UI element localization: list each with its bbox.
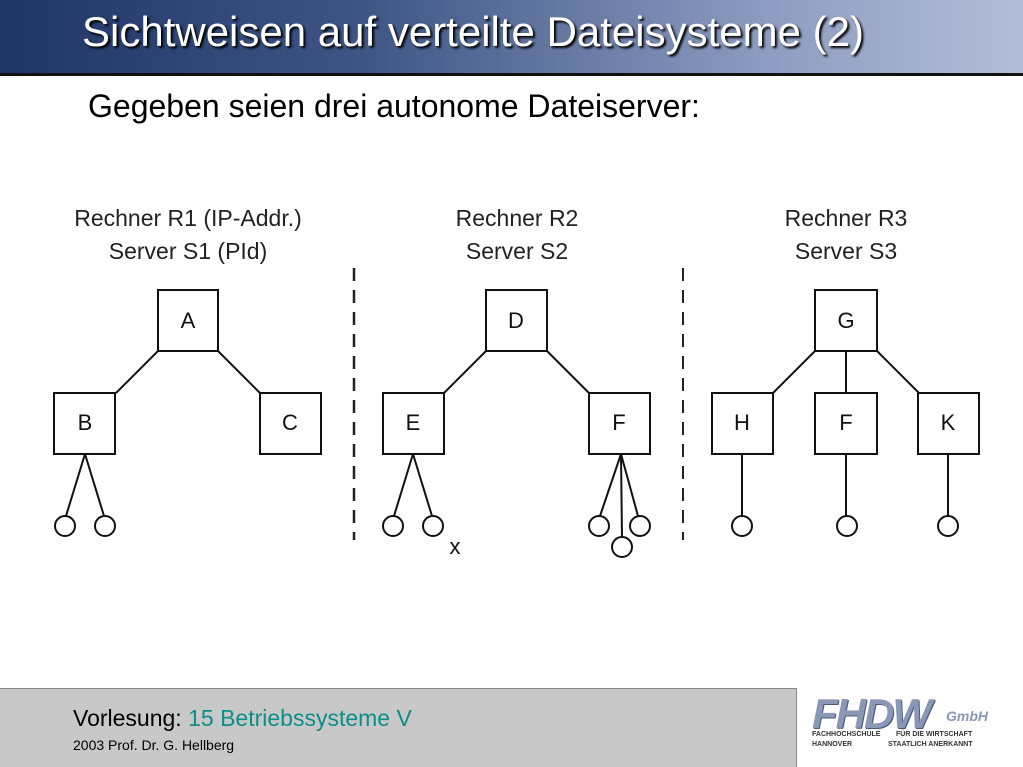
tree-edges <box>65 350 949 538</box>
leaf-h-1 <box>731 515 753 537</box>
node-g-box <box>814 289 878 352</box>
leaf-b-1 <box>54 515 76 537</box>
node-k-label: K <box>941 410 956 435</box>
machine-2-label-line1: Rechner R2 <box>456 205 579 231</box>
leaf-e-1 <box>382 515 404 537</box>
node-k-box <box>917 392 980 455</box>
node-b-box <box>53 392 116 455</box>
logo-line1-left: FACHHOCHSCHULE <box>812 731 881 738</box>
logo-line1-right: FÜR DIE WIRTSCHAFT <box>896 731 973 738</box>
leaf-f-1 <box>588 515 610 537</box>
node-f2-box <box>814 392 878 455</box>
node-e-box <box>382 392 445 455</box>
leaf-f-2 <box>611 536 633 558</box>
machine-1-label-line1: Rechner R1 (IP-Addr.) <box>74 205 302 231</box>
title-bar: Sichtweisen auf verteilte Dateisysteme (… <box>0 0 1023 76</box>
node-e-label: E <box>406 410 421 435</box>
file-server-diagram: Rechner R1 (IP-Addr.) Server S1 (PId) Re… <box>53 205 980 559</box>
node-f2-label: F <box>839 410 852 435</box>
node-d-label: D <box>508 308 524 333</box>
footer-bar: Vorlesung: 15 Betriebssysteme V 2003 Pro… <box>0 688 797 767</box>
machine-3-label-line1: Rechner R3 <box>785 205 908 231</box>
leaf-k-1 <box>937 515 959 537</box>
logo-wordmark: FHDW <box>812 690 932 737</box>
node-h-label: H <box>734 410 750 435</box>
node-c-label: C <box>282 410 298 435</box>
footer-author: 2003 Prof. Dr. G. Hellberg <box>73 737 235 753</box>
footer-course-name: 15 Betriebssysteme V <box>188 705 412 731</box>
machine-1-label-line2: Server S1 (PId) <box>109 238 268 264</box>
slide-title: Sichtweisen auf verteilte Dateisysteme (… <box>82 8 864 55</box>
footer-course-line: Vorlesung: 15 Betriebssysteme V <box>73 705 412 732</box>
node-g-label: G <box>837 308 854 333</box>
node-f-label: F <box>612 410 625 435</box>
leaf-f-3 <box>629 515 651 537</box>
node-a-box <box>157 289 219 352</box>
machine-3-label-line2: Server S3 <box>795 238 897 264</box>
node-h-box <box>711 392 774 455</box>
leaf-e-2 <box>422 515 444 537</box>
logo-line2-left: HANNOVER <box>812 741 853 748</box>
node-b-label: B <box>78 410 93 435</box>
node-f-box <box>588 392 651 455</box>
leaf-x-label: x <box>450 534 461 559</box>
logo-gmbh: GmbH <box>946 708 988 724</box>
node-d-box <box>485 289 548 352</box>
leaf-f2-1 <box>836 515 858 537</box>
machine-2-label-line2: Server S2 <box>466 238 568 264</box>
logo-line2-right: STAATLICH ANERKANNT <box>888 741 973 748</box>
footer-prefix: Vorlesung: <box>73 705 182 731</box>
intro-text: Gegeben seien drei autonome Dateiserver: <box>88 88 700 124</box>
fhdw-logo: FHDW GmbH FACHHOCHSCHULE FÜR DIE WIRTSCH… <box>808 690 992 760</box>
node-a-label: A <box>181 308 196 333</box>
leaf-b-2 <box>94 515 116 537</box>
node-c-box <box>259 392 322 455</box>
